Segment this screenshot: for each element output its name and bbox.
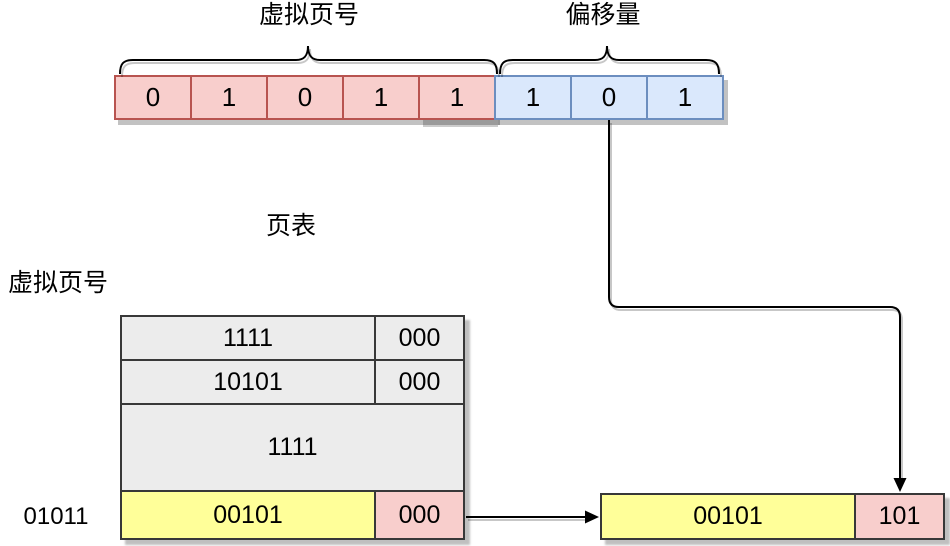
offset-bit-cell: 1 <box>646 75 724 120</box>
vpn-bit-cell: 1 <box>190 75 268 120</box>
pte-frame-cell: 000 <box>398 323 441 352</box>
pte-frame-cell-highlighted: 000 <box>376 492 463 538</box>
offset-bit-cell: 0 <box>570 75 648 120</box>
offset-top-label: 偏移量 <box>565 1 641 29</box>
virtual-page-number-bits: 0 1 0 1 1 <box>114 75 496 120</box>
vpn-bit-cell: 0 <box>266 75 344 120</box>
pte-entry-cell: 1111 <box>267 433 318 461</box>
page-table-title: 页表 <box>265 212 317 240</box>
offset-bits: 1 0 1 <box>494 75 724 120</box>
page-table: 1111 000 10101 000 1111 00101 000 <box>120 315 465 540</box>
page-table-row: 10101 000 <box>122 361 463 405</box>
lookup-vpn-value: 01011 <box>23 503 89 530</box>
vpn-bit-cell: 1 <box>342 75 420 120</box>
pte-entry-cell: 1111 <box>122 317 376 359</box>
vpn-side-label: 虚拟页号 <box>8 269 109 297</box>
vpn-top-label: 虚拟页号 <box>258 1 360 29</box>
physical-address-row: 00101 101 <box>600 493 945 540</box>
pte-entry-cell-highlighted: 00101 <box>122 492 376 538</box>
offset-copy-arrow <box>608 120 907 492</box>
pte-entry-cell: 10101 <box>122 361 376 403</box>
offset-bit-cell: 1 <box>494 75 572 120</box>
pte-frame-cell: 000 <box>398 367 441 396</box>
page-table-row: 1111 <box>122 405 463 492</box>
offset-brace <box>499 45 720 75</box>
physical-offset-cell: 101 <box>856 495 943 538</box>
vpn-bit-cell: 1 <box>418 75 496 120</box>
page-table-row-highlighted: 00101 000 <box>122 492 463 538</box>
cell-shadow-accent <box>423 120 498 127</box>
physical-frame-cell: 00101 <box>602 495 856 538</box>
arrowhead-icon <box>893 478 907 492</box>
vpn-bit-cell: 0 <box>114 75 192 120</box>
pte-to-physical-arrow <box>466 510 599 524</box>
vpn-brace <box>119 45 498 75</box>
page-table-row: 1111 000 <box>122 317 463 361</box>
arrowhead-icon <box>585 510 599 524</box>
